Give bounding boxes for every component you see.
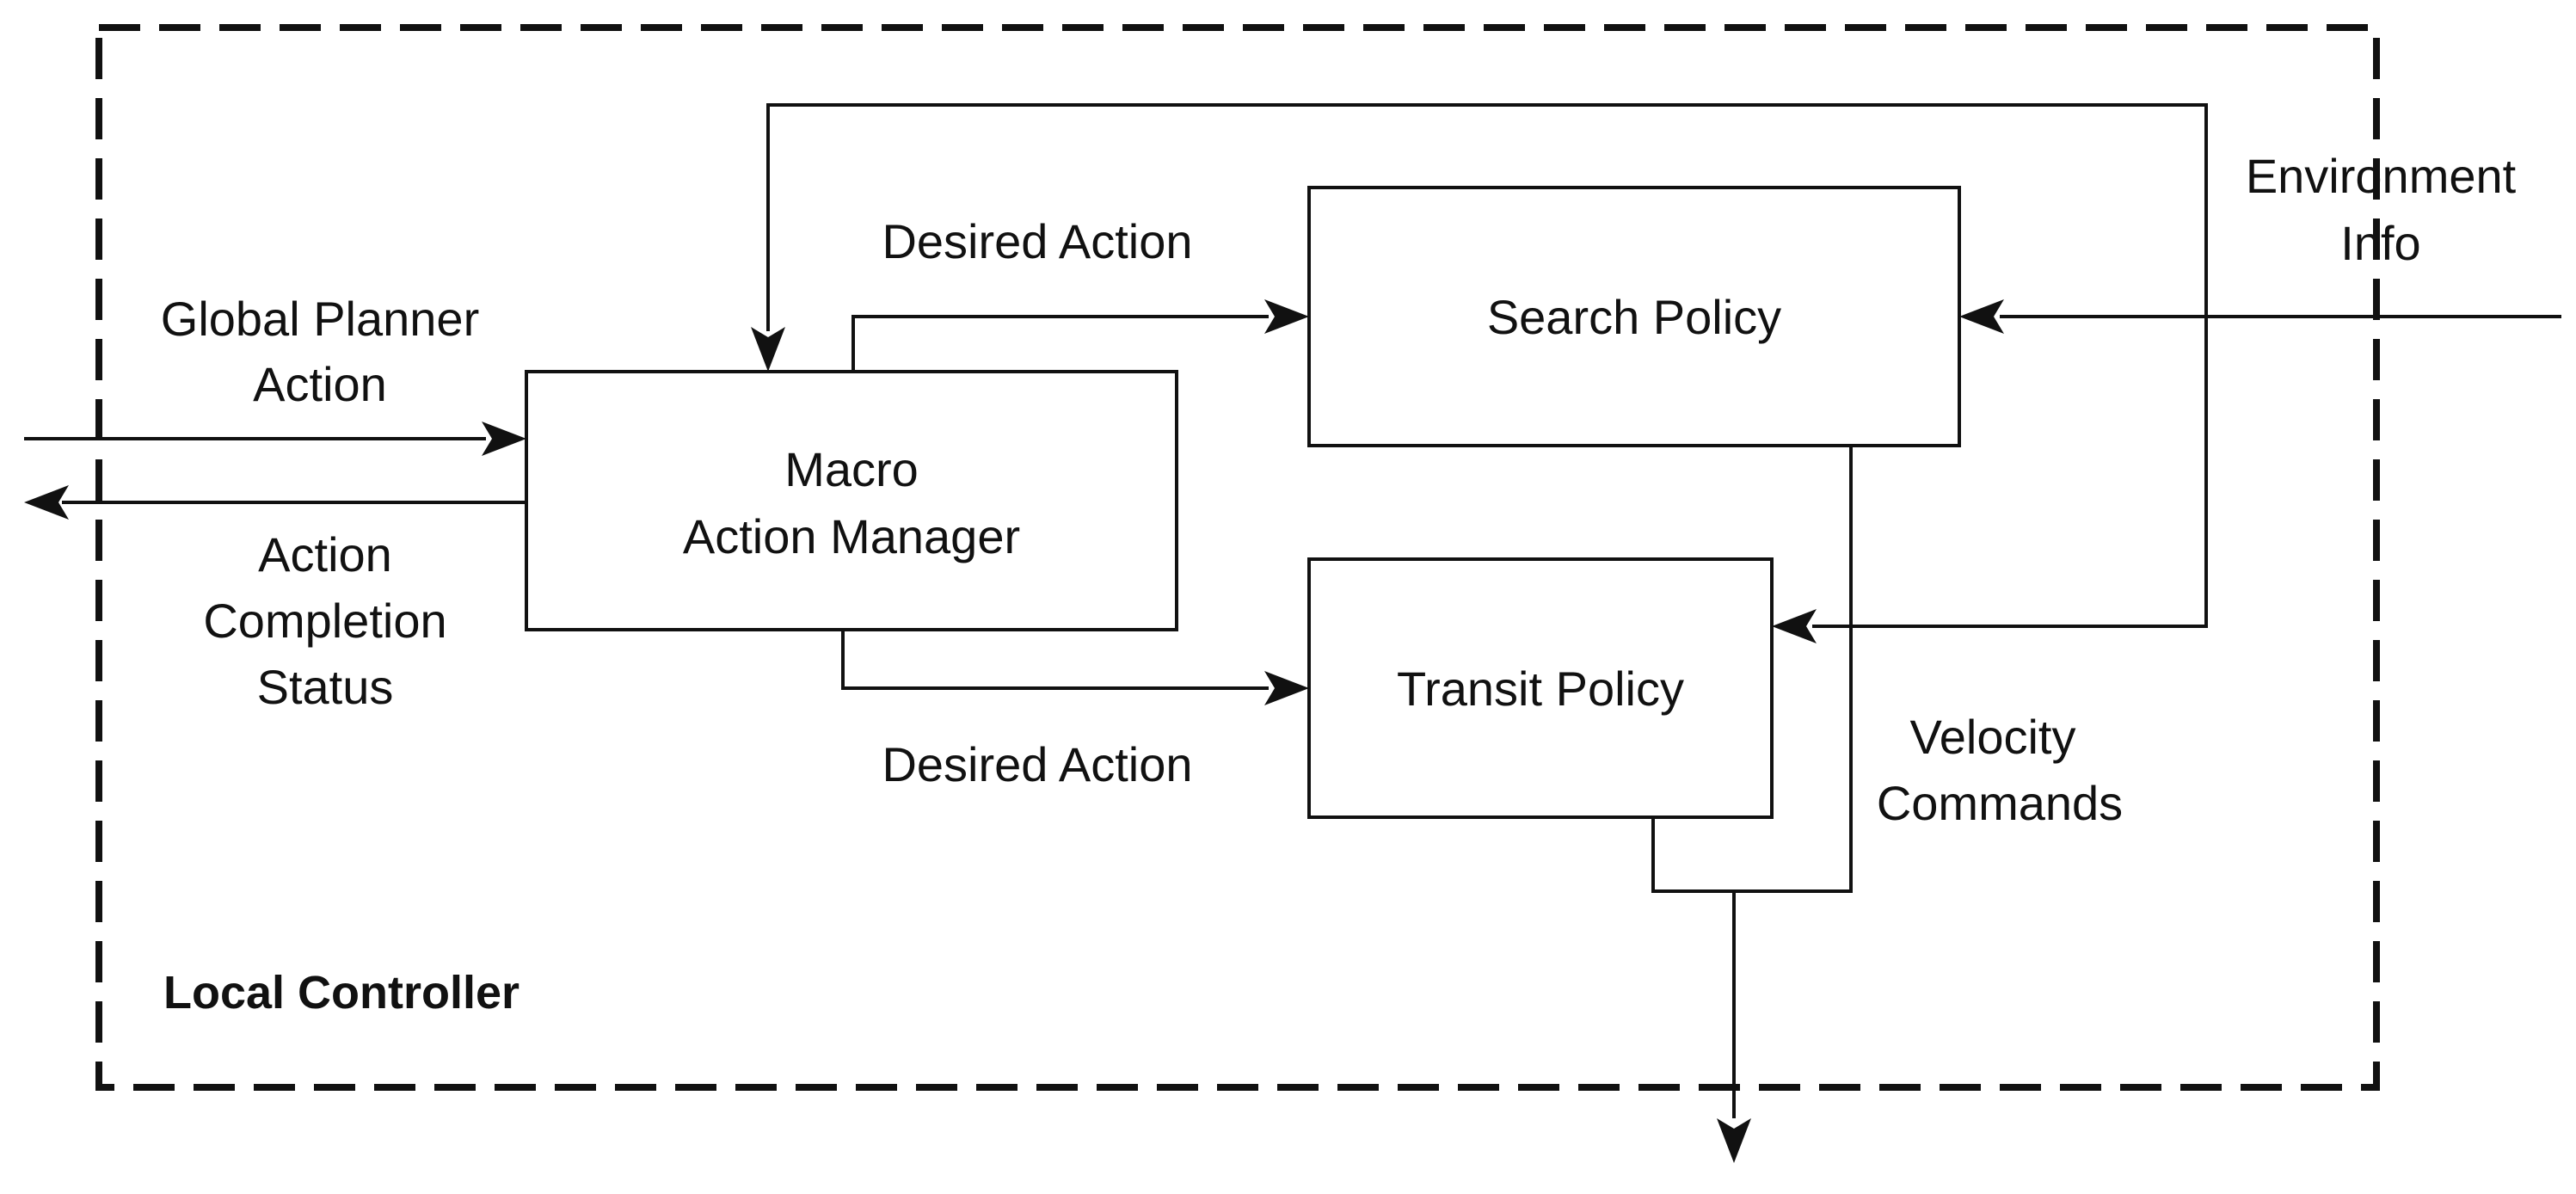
transit-policy-block xyxy=(1307,557,1774,819)
environment-info-to-transit-arrowhead xyxy=(1772,609,1817,643)
macro-block-label-line-2: Action Manager xyxy=(683,509,1020,563)
transit-policy-label: Transit Policy xyxy=(1397,662,1684,716)
desired-action-to-search-line xyxy=(851,315,1269,372)
search-policy-label: Search Policy xyxy=(1487,290,1781,344)
velocity-commands-output-arrowhead xyxy=(1717,1118,1751,1163)
completion-status-output-arrowhead xyxy=(24,485,69,520)
desired-action-bottom-label: Desired Action xyxy=(882,737,1192,791)
local-controller-boundary xyxy=(95,24,2380,1091)
global-planner-label-line-2: Action xyxy=(253,357,387,411)
completion-status-label-line-3: Status xyxy=(257,660,394,714)
desired-action-to-transit-arrowhead xyxy=(1264,671,1309,705)
environment-info-label-line-1: Environment xyxy=(2246,149,2517,203)
macro-action-manager-block xyxy=(525,370,1178,631)
velocity-commands-label-line-2: Commands xyxy=(1877,776,2123,830)
search-policy-block xyxy=(1307,186,1961,447)
desired-action-to-search-arrowhead xyxy=(1264,299,1309,334)
local-controller-label: Local Controller xyxy=(163,967,520,1019)
velocity-commands-merge-line xyxy=(1651,446,1853,893)
environment-info-label-line-2: Info xyxy=(2340,216,2420,270)
environment-info-to-macro-arrowhead xyxy=(751,327,785,372)
desired-action-to-transit-line xyxy=(841,630,1269,690)
completion-status-label-line-2: Completion xyxy=(203,594,446,648)
velocity-commands-label-line-1: Velocity xyxy=(1910,710,2076,764)
macro-block-label-line-1: Macro xyxy=(784,442,919,496)
global-planner-label-line-1: Global Planner xyxy=(161,292,479,346)
environment-info-feedback-line xyxy=(766,103,2208,628)
completion-status-label-line-1: Action xyxy=(258,527,392,582)
desired-action-top-label: Desired Action xyxy=(882,214,1192,268)
global-planner-input-arrowhead xyxy=(482,422,526,456)
environment-info-to-search-arrowhead xyxy=(1959,299,2004,334)
